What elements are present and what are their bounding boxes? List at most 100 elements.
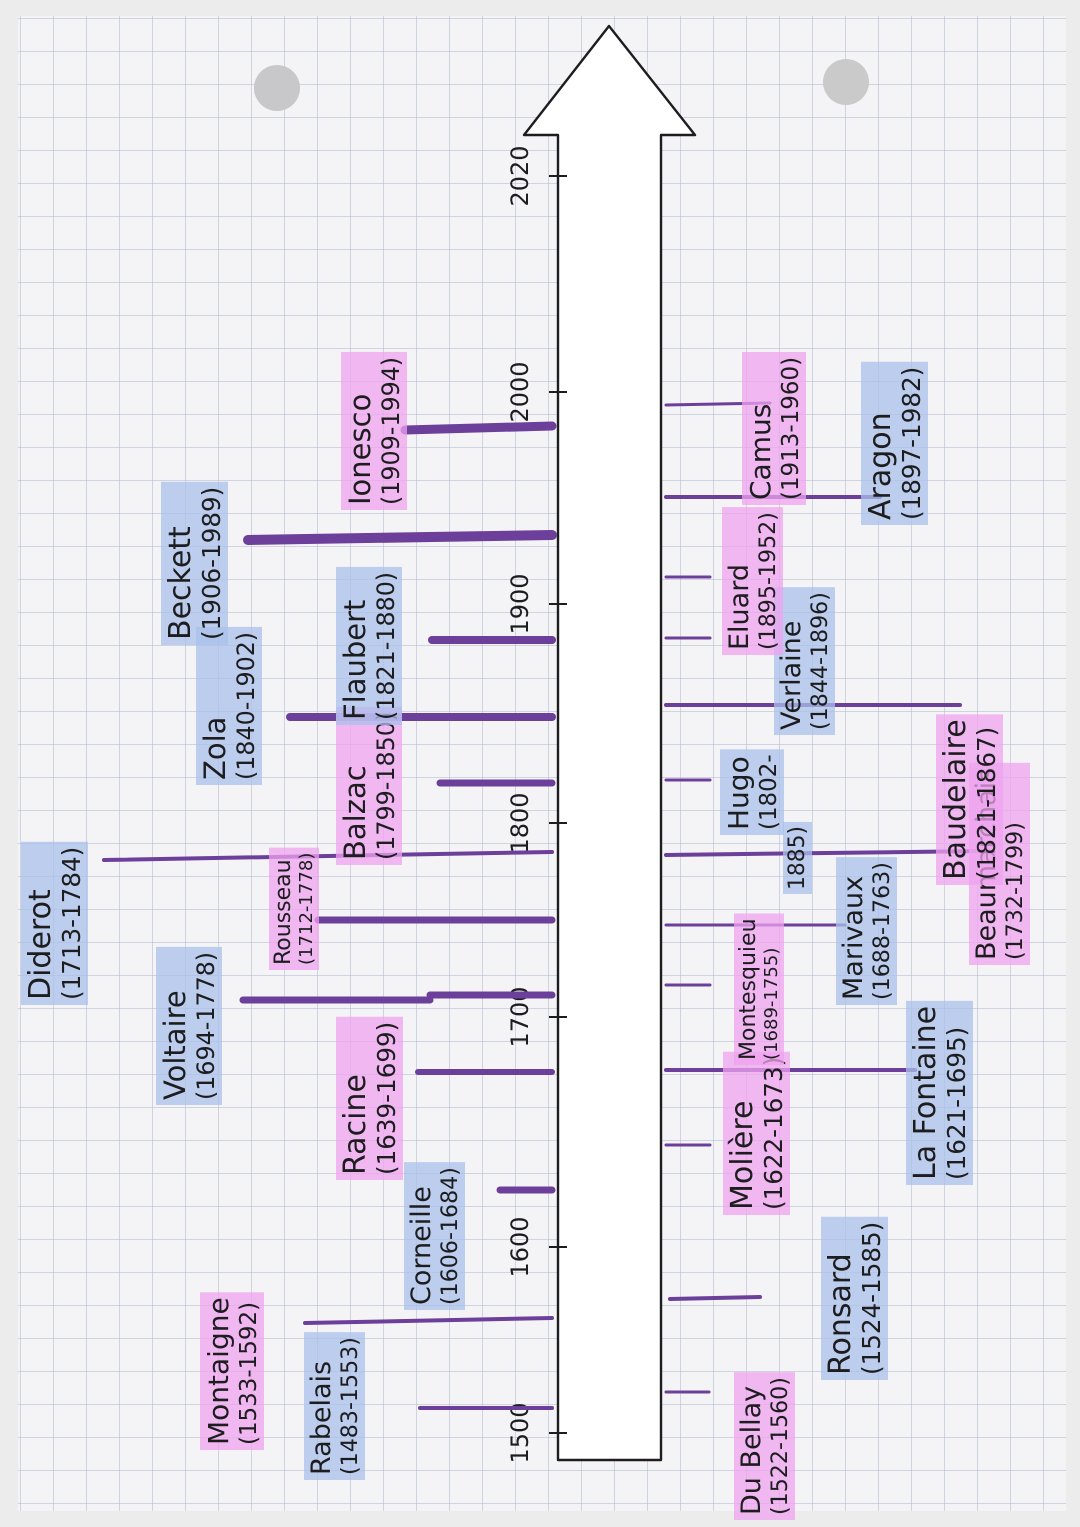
author-label-bottom: Du Bellay(1522-1560) [734, 1372, 795, 1520]
author-name: Beckett [163, 526, 198, 640]
author-label-top: Rabelais(1483-1553) [304, 1332, 365, 1480]
author-label-top: Montaigne(1533-1592) [200, 1292, 264, 1450]
author-dates: (1712-1778) [296, 853, 317, 965]
highlight-blue [196, 626, 262, 785]
highlight-blue [404, 1162, 465, 1310]
author-name: Molière [725, 1101, 760, 1211]
author-label-bottom: Camus(1913-1960) [742, 351, 806, 505]
highlight-pink [269, 847, 319, 970]
axis-label: 1800 [506, 792, 534, 853]
author-dates: (1821-1880) [372, 572, 400, 720]
author-label-bottom: Verlaine(1844-1896) [774, 587, 835, 735]
author-name: Rousseau [271, 859, 296, 965]
bar-ionesco [400, 421, 557, 435]
highlight-pink [734, 913, 784, 1065]
author-name: Ionesco [343, 394, 377, 505]
author-name: Zola [198, 717, 232, 780]
author-label-top: Ionesco(1909-1994) [341, 351, 407, 510]
author-name: Aragon [863, 412, 898, 520]
highlight-blue [836, 857, 897, 1005]
author-name: Montaigne [202, 1297, 235, 1445]
author-name: La Fontaine [908, 1006, 943, 1180]
highlight-blue [821, 1216, 888, 1380]
author-name: Marivaux [838, 876, 869, 1000]
axis-label: 2020 [506, 145, 534, 206]
author-name: Racine [338, 1074, 373, 1175]
author-name: Flaubert [338, 600, 372, 720]
bar-beckett [243, 530, 557, 545]
author-name: Du Bellay [736, 1386, 767, 1515]
bar-beaumarchais [664, 849, 987, 857]
author-label-bottom: Eluard(1895-1952) [722, 507, 783, 655]
author-dates: (1821-1867) [972, 727, 1001, 880]
author-dates: (1622-1673) [759, 1057, 788, 1210]
author-dates: (1689-1755) [761, 948, 782, 1060]
highlight-pink [742, 351, 806, 505]
highlight-blue [336, 566, 402, 725]
highlight-pink [336, 1016, 403, 1180]
highlight-blue [906, 1000, 973, 1185]
bar-montaigne [303, 1316, 554, 1325]
author-dates: (1799-1850) [372, 712, 400, 860]
highlight-blue [861, 361, 928, 525]
author-dates: (1844-1896) [807, 592, 833, 730]
highlight-blue [161, 481, 228, 645]
highlight-pink [336, 706, 402, 865]
author-label-top: Racine(1639-1699) [336, 1016, 403, 1180]
axis-label: 1900 [506, 573, 534, 634]
highlight-pink [723, 1051, 790, 1215]
author-label-bottom: Molière(1622-1673) [723, 1051, 790, 1215]
author-name: Camus [744, 404, 777, 500]
punch-hole-right [823, 59, 869, 105]
author-label-top: Diderot(1713-1784) [21, 841, 88, 1005]
author-label-bottom: La Fontaine(1621-1695) [906, 1000, 973, 1185]
highlight-pink [200, 1292, 264, 1450]
author-label-top: Beckett(1906-1989) [161, 481, 228, 645]
author-dates: (1606-1684) [437, 1167, 463, 1305]
author-dates: (1688-1763) [869, 862, 895, 1000]
highlight-pink [734, 1372, 795, 1520]
author-dates: (1895-1952) [755, 512, 781, 650]
axis-label: 1600 [506, 1216, 534, 1277]
author-dates: (1909-1994) [377, 357, 405, 505]
author-name: Montesquieu [736, 918, 761, 1060]
highlight-pink [341, 351, 407, 510]
highlight-pink [722, 507, 783, 655]
author-dates: (1524-1585) [857, 1222, 886, 1375]
author-label-bottom: Baudelaire(1821-1867) [936, 714, 1003, 885]
author-name: Corneille [406, 1186, 437, 1305]
author-name: Voltaire [158, 990, 192, 1100]
author-dates: (1533-1592) [236, 1302, 262, 1445]
author-label-top: Flaubert(1821-1880) [336, 566, 402, 725]
author-label-bottom: Aragon(1897-1982) [861, 361, 928, 525]
author-dates: (1897-1982) [897, 367, 926, 520]
axis-ticks [549, 175, 567, 1434]
author-dates: (1483-1553) [337, 1337, 363, 1475]
grid [18, 16, 1066, 1511]
author-name: Hugo [722, 756, 755, 830]
author-label-bottom: Hugo(1802-1885) [720, 749, 812, 894]
bar-diderot [102, 850, 554, 862]
author-name: Ronsard [823, 1253, 858, 1375]
author-labels-top: Rabelais(1483-1553) Montaigne(1533-1592) C… [21, 351, 465, 1480]
author-dates: (1840-1902) [232, 632, 260, 780]
author-label-top: Balzac(1799-1850) [336, 706, 402, 865]
author-dates: (1913-1960) [778, 357, 804, 500]
highlight-blue [783, 821, 812, 894]
author-dates: (1732-1799) [1002, 822, 1028, 960]
axis-label: 1500 [506, 1402, 534, 1463]
author-dates: (1713-1784) [57, 847, 86, 1000]
author-dates: (1906-1989) [197, 487, 226, 640]
author-name: Balzac [338, 765, 372, 860]
author-dates: (1522-1560) [767, 1377, 793, 1515]
punch-hole-left [254, 65, 300, 111]
author-label-top: Zola(1840-1902) [196, 626, 262, 785]
author-label-bottom: Ronsard(1524-1585) [821, 1216, 888, 1380]
highlight-pink [936, 714, 1003, 885]
author-labels-bottom: Du Bellay(1522-1560) Ronsard(1524-1585) Mo… [720, 351, 1030, 1520]
author-name: Rabelais [306, 1361, 337, 1475]
bar-du-bellay [668, 1295, 762, 1301]
highlight-blue [304, 1332, 365, 1480]
